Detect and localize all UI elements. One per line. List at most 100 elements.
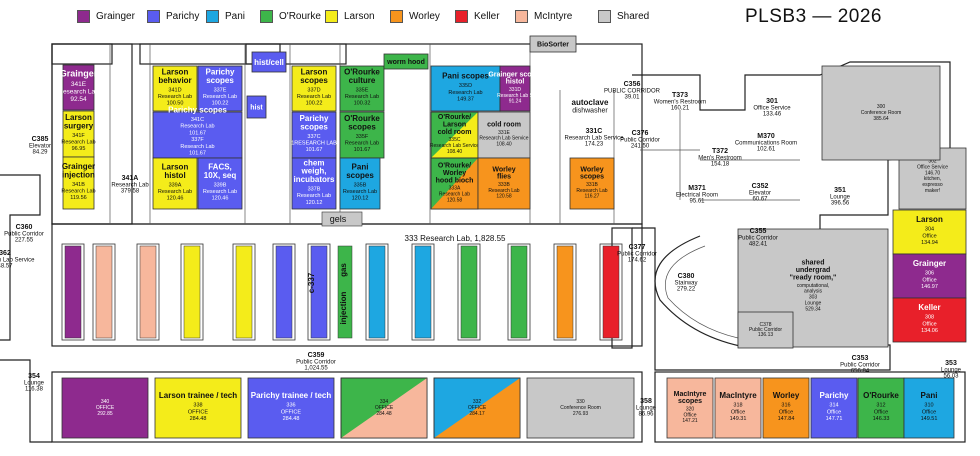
label-text: 341A [122, 175, 139, 182]
bench [139, 245, 157, 339]
room-text: Keller [918, 303, 940, 312]
room-text: 308 [925, 315, 934, 321]
room-text: O'Rourke [863, 391, 899, 400]
room-text: 303 [809, 295, 818, 301]
label-text: 160.21 [671, 106, 690, 112]
label-text: 301 [766, 98, 778, 105]
label-text: 133.46 [763, 112, 782, 118]
room-text: histol [506, 79, 525, 86]
label-text: Public Corridor [296, 359, 336, 365]
room-text: surgery [64, 121, 94, 130]
room-text: Office [779, 409, 793, 415]
room-text: 336 [286, 403, 295, 409]
label-gels: gels [330, 214, 347, 224]
room-text: Research Lab [488, 188, 519, 194]
room-text: Office Service [917, 164, 948, 170]
bench [414, 245, 432, 339]
room-text: 337C [307, 134, 320, 140]
legend-swatch [147, 9, 160, 23]
room-text: Conference Room [560, 405, 601, 411]
label-text: 154.18 [711, 162, 730, 168]
room-text: culture [349, 76, 376, 85]
label-text: 396.56 [831, 201, 850, 207]
room-histcell: hist/cell [251, 51, 287, 73]
room-text: Research Lab [58, 88, 99, 95]
room-text: Research Lab [158, 189, 192, 195]
room-text: hood bioch [436, 177, 474, 184]
room-text: OFFICE [188, 409, 208, 415]
room-text: 292.85 [97, 411, 113, 417]
room-text: 96.95 [72, 146, 86, 152]
legend-swatch [390, 9, 403, 23]
label-text: T373 [672, 92, 688, 99]
room-text: Research Lab Service [430, 143, 479, 149]
room-text: Larson [65, 113, 92, 122]
label-text: PUBLIC CORRIDOR [604, 88, 661, 94]
label-text: 116.38 [25, 387, 44, 393]
bench [460, 245, 478, 339]
label-text: Public Corridor [617, 251, 657, 257]
room-text: scopes [206, 76, 234, 85]
room-text: Parichy scopes [168, 106, 227, 115]
room-text: 335D [459, 83, 472, 89]
legend-swatch [77, 9, 90, 23]
room-text: Office [922, 409, 936, 415]
room-text: 149.51 [921, 416, 938, 422]
room-text: 337B [308, 187, 321, 193]
room-text: Research Lab [345, 141, 379, 147]
legend-label: Keller [474, 10, 500, 22]
bench [235, 245, 253, 339]
room-text: 100.32 [354, 101, 371, 107]
room-text: Office [922, 233, 936, 239]
room-text: Research Lab [61, 189, 95, 195]
room-text: Worley [580, 166, 603, 173]
label-text: Men's Restroom [698, 155, 742, 161]
room-text: 341D [168, 87, 181, 93]
room-text: OFFICE [96, 405, 115, 411]
room-text: MacIntyre [674, 391, 707, 398]
label-text: C355 [750, 228, 767, 235]
label-text: Electrical Room [676, 192, 718, 198]
label-text: M371 [688, 185, 706, 192]
room-text: 304 [925, 227, 934, 233]
room-text: 332 [473, 399, 482, 405]
room-text: cold room [438, 129, 472, 136]
room-text: 101.67 [354, 147, 371, 153]
room-biosorter: BioSorter [529, 35, 577, 53]
label-333: 333 Research Lab, 1,828.55 [405, 234, 507, 243]
legend-item-grainger: Grainger [77, 9, 135, 23]
room-text: Research Lab Service [479, 136, 528, 142]
room-text: 108.40 [496, 142, 512, 148]
label-text: Lounge [941, 367, 962, 373]
room-text: Research Lab [345, 94, 379, 100]
legend-item-shared: Shared [598, 9, 649, 23]
room-text: 284.17 [469, 411, 485, 417]
label-text: 86.96 [638, 412, 654, 418]
room-text: 100.50 [167, 101, 184, 107]
room-text: weigh, [301, 167, 327, 176]
label-text: injection [339, 291, 348, 324]
room-text: Lounge [805, 300, 822, 306]
label-text: Lounge [830, 194, 851, 200]
label-text: C352 [752, 183, 769, 190]
room-text: cold room [487, 121, 521, 128]
room-text: 341F [72, 133, 85, 139]
room-text: 120.12 [352, 196, 369, 202]
room-text: "ready room," [790, 274, 837, 281]
room-text: Larson [443, 121, 466, 128]
